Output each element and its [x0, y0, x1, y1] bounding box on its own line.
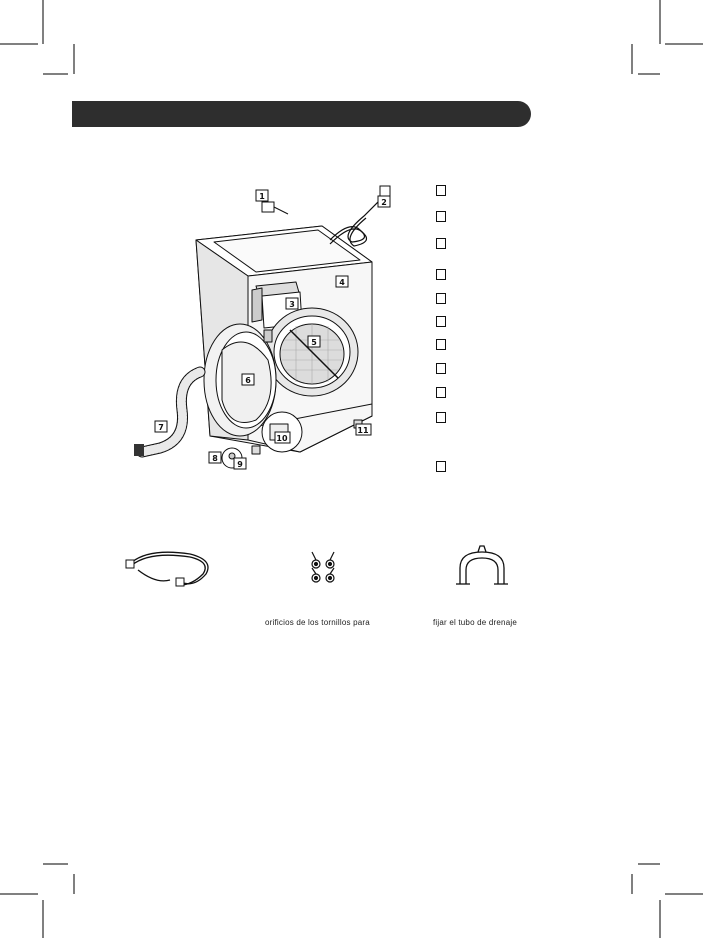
accessory-caption: orificios de los tornillos para: [265, 618, 370, 627]
parts-list: [436, 185, 636, 475]
accessory-inlet-hose: [110, 540, 230, 640]
section-header-bar: [72, 101, 531, 127]
parts-checkbox: [436, 339, 446, 350]
cap-set-icon: [311, 551, 335, 583]
callout-6-box: [241, 373, 255, 386]
parts-checkbox: [436, 387, 446, 398]
callout-7: 7: [158, 423, 164, 432]
callout-10: 10: [276, 434, 288, 443]
callout-2: 2: [381, 198, 387, 207]
callout-11-box: [355, 423, 372, 436]
callout-5: 5: [311, 338, 317, 347]
inlet-hose-icon: [125, 551, 209, 587]
parts-checkbox: [436, 412, 446, 423]
callout-8-box: [208, 451, 222, 464]
callout-11: 11: [357, 426, 369, 435]
parts-checkbox: [436, 293, 446, 304]
callout-4-box: [335, 275, 349, 288]
parts-checkbox: [436, 269, 446, 280]
parts-checkbox: [436, 185, 446, 196]
callout-8: 8: [212, 454, 218, 463]
callout-1-box: [255, 189, 269, 202]
callout-6: 6: [245, 376, 251, 385]
callout-2-box: [377, 195, 391, 208]
callout-9: 9: [237, 460, 243, 469]
accessory-caption: fijar el tubo de drenaje: [433, 618, 517, 627]
parts-checkbox: [436, 238, 446, 249]
callout-4: 4: [339, 278, 345, 287]
callout-10-box: [274, 431, 291, 444]
callout-3-box: [285, 297, 299, 310]
parts-checkbox: [436, 211, 446, 222]
callout-3: 3: [289, 300, 295, 309]
callout-7-box: [154, 420, 168, 433]
callout-1: 1: [259, 192, 265, 201]
parts-checkbox: [436, 316, 446, 327]
accessory-elbow-bracket: fijar el tubo de drenaje: [430, 540, 540, 640]
callout-9-box: [233, 457, 247, 470]
parts-checkbox: [436, 461, 446, 472]
callout-5-box: [307, 335, 321, 348]
parts-checkbox: [436, 363, 446, 374]
accessory-cap-set: orificios de los tornillos para: [260, 540, 390, 640]
elbow-bracket-icon: [456, 545, 508, 585]
